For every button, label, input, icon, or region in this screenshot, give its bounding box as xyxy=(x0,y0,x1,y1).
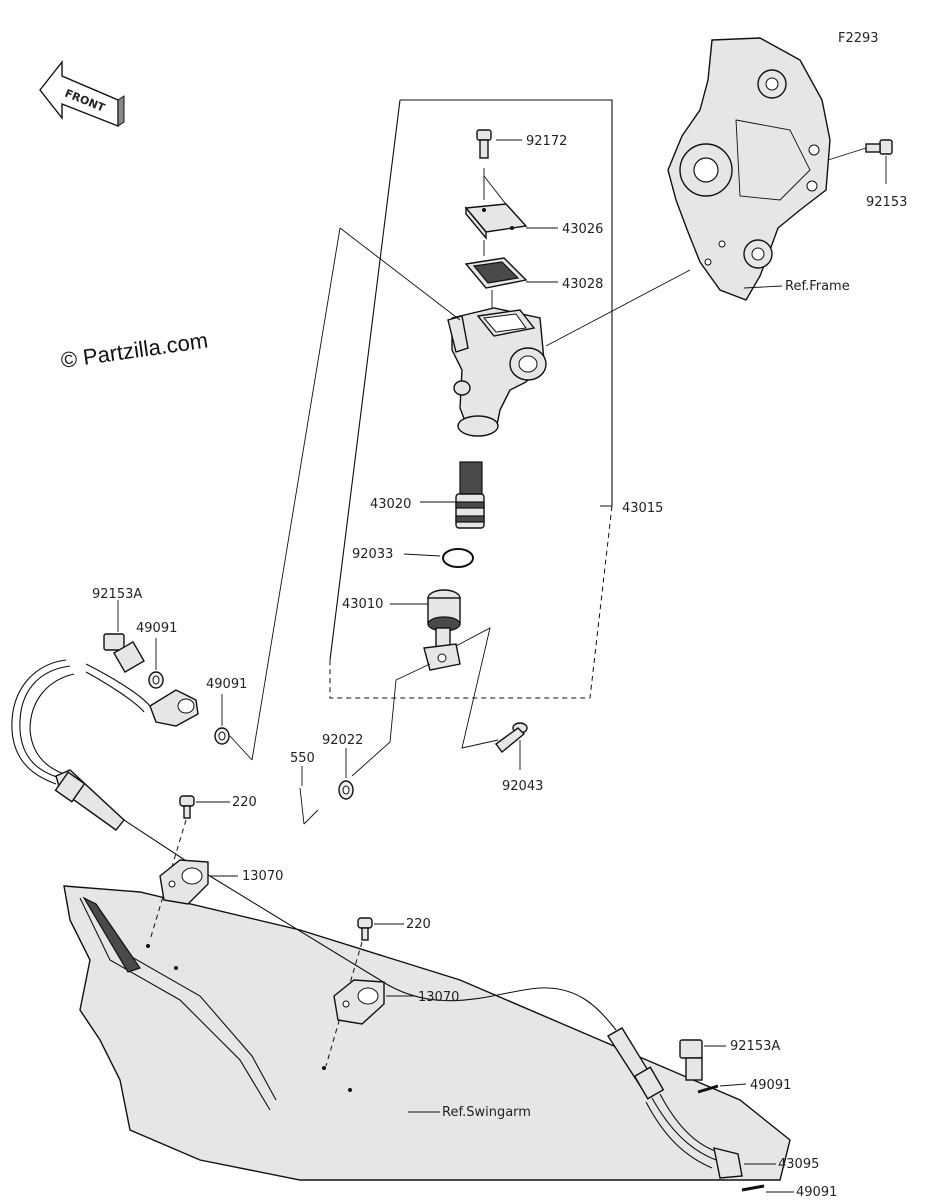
master-cylinder-body xyxy=(447,307,547,437)
clamp-13070-b xyxy=(333,979,385,1025)
brake-hose-upper xyxy=(11,659,151,831)
label-49091-b: 49091 xyxy=(206,677,247,692)
screw-220-a xyxy=(179,795,195,819)
swingarm xyxy=(63,885,791,1181)
label-92022: 92022 xyxy=(322,733,363,748)
label-92172: 92172 xyxy=(526,134,567,149)
label-ref-swingarm: Ref.Swingarm xyxy=(442,1105,531,1120)
frame-casting xyxy=(667,37,831,301)
label-43020: 43020 xyxy=(370,497,411,512)
label-43095: 43095 xyxy=(778,1157,819,1172)
label-220-a: 220 xyxy=(232,795,257,810)
label-49091-a: 49091 xyxy=(136,621,177,636)
washer-49091-d xyxy=(741,1184,765,1192)
label-43010: 43010 xyxy=(342,597,383,612)
diaphragm-43028 xyxy=(464,240,528,310)
label-220-b: 220 xyxy=(406,917,431,932)
label-13070-a: 13070 xyxy=(242,869,283,884)
brake-hose-lower xyxy=(607,1027,743,1179)
banjo-bolt-92153a-bottom xyxy=(679,1039,703,1081)
circlip-92033 xyxy=(442,548,474,568)
reservoir-cap-43026 xyxy=(464,203,528,240)
front-arrow-icon: FRONT xyxy=(39,59,125,128)
screw-220-b xyxy=(357,917,373,941)
label-92153a-top: 92153A xyxy=(92,587,142,602)
pin-92043 xyxy=(495,722,528,754)
label-ref-frame: Ref.Frame xyxy=(785,279,850,294)
label-550: 550 xyxy=(290,751,315,766)
label-43026: 43026 xyxy=(562,222,603,237)
cotter-pin-550 xyxy=(299,787,319,825)
bolt-92153 xyxy=(827,139,893,161)
piston-43020 xyxy=(455,461,485,529)
washer-49091-a xyxy=(148,671,164,689)
partzilla-watermark: © Partzilla.com xyxy=(59,328,209,373)
bolt-92172 xyxy=(476,129,492,159)
label-43015: 43015 xyxy=(622,501,663,516)
label-92033: 92033 xyxy=(352,547,393,562)
label-49091-c: 49091 xyxy=(750,1078,791,1093)
clamp-13070-a xyxy=(159,859,209,905)
pushrod-43010 xyxy=(423,589,461,671)
banjo-fitting-upper xyxy=(149,689,199,727)
label-43028: 43028 xyxy=(562,277,603,292)
washer-49091-c xyxy=(697,1084,719,1094)
washer-49091-b xyxy=(214,727,230,745)
label-92153: 92153 xyxy=(866,195,907,210)
figure-code: F2293 xyxy=(838,31,879,46)
label-92043: 92043 xyxy=(502,779,543,794)
label-13070-b: 13070 xyxy=(418,990,459,1005)
label-92153a-bottom: 92153A xyxy=(730,1039,780,1054)
label-49091-d: 49091 xyxy=(796,1185,837,1200)
banjo-bolt-92153a-top xyxy=(103,633,145,673)
washer-92022 xyxy=(338,780,354,800)
